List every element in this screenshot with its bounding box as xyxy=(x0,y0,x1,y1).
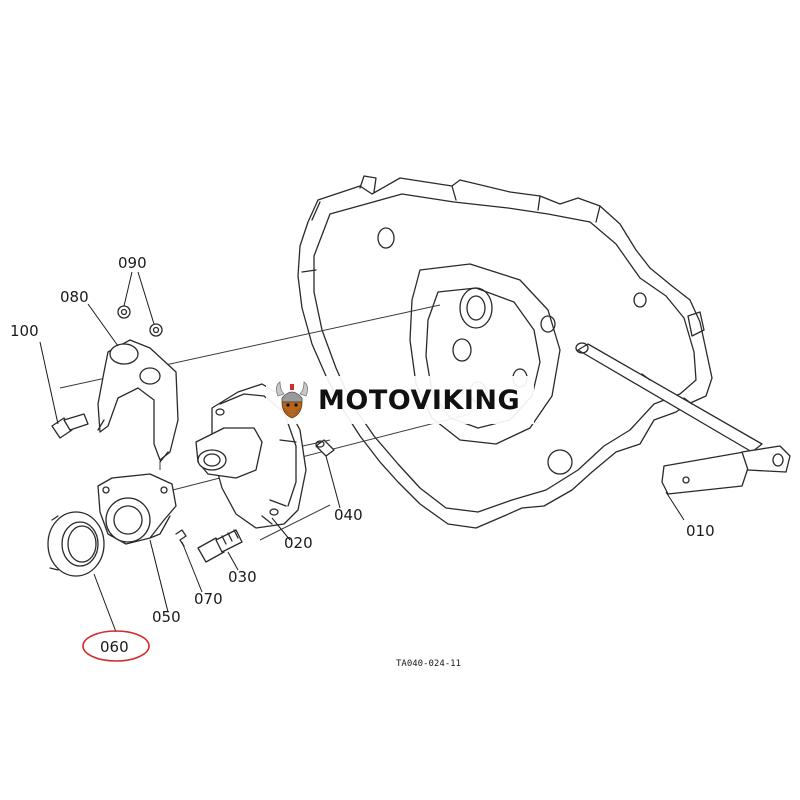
part-label-060: 060 xyxy=(100,638,129,656)
part-060-highlight-circle xyxy=(82,630,150,662)
part-100-bolt xyxy=(51,413,89,439)
part-label-090: 090 xyxy=(118,254,147,272)
part-010-release-shaft xyxy=(575,342,791,495)
part-label-040: 040 xyxy=(334,506,363,524)
drawing-code: TA040-024-11 xyxy=(396,659,461,669)
part-label-030: 030 xyxy=(228,568,257,586)
watermark-banner: MOTOVIKING xyxy=(266,376,534,424)
part-050-release-bearing xyxy=(97,473,177,545)
part-label-100: 100 xyxy=(10,322,39,340)
clutch-housing xyxy=(297,175,713,529)
part-label-010: 010 xyxy=(686,522,715,540)
leader-lines xyxy=(39,271,685,633)
watermark-text: MOTOVIKING xyxy=(318,384,521,416)
part-070-spring-clip xyxy=(175,529,187,547)
part-040-pin xyxy=(315,439,335,457)
part-label-050: 050 xyxy=(152,608,181,626)
part-030-bolt xyxy=(197,529,243,563)
part-090-washers xyxy=(117,305,163,337)
part-060-seal-ring xyxy=(47,511,105,577)
part-label-020: 020 xyxy=(284,534,313,552)
part-080-release-fork xyxy=(97,339,179,463)
part-label-080: 080 xyxy=(60,288,89,306)
part-label-070: 070 xyxy=(194,590,223,608)
viking-helmet-logo-icon xyxy=(276,381,308,419)
